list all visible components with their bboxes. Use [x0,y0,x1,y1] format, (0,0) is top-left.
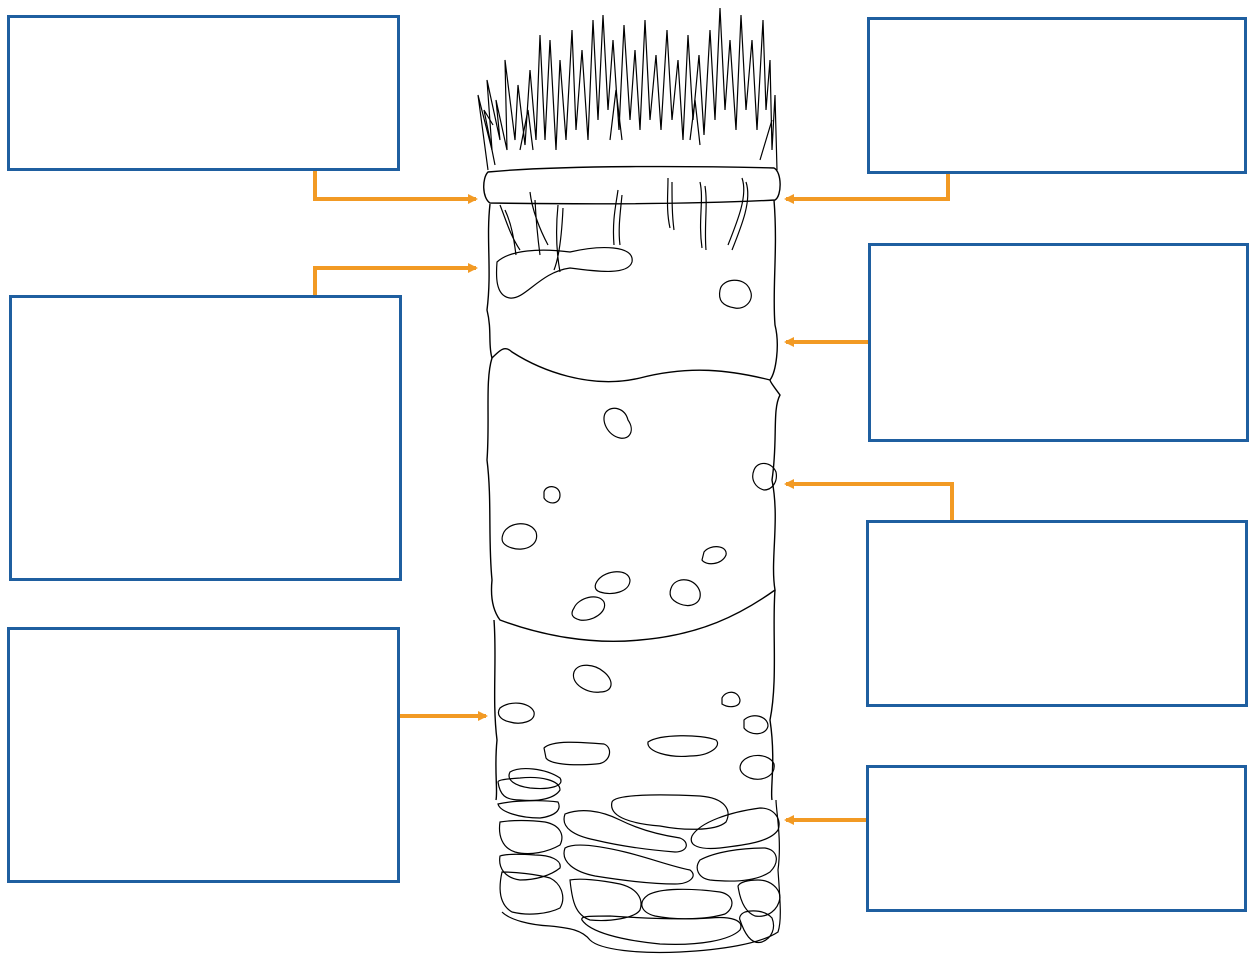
roots [500,178,748,272]
arrow-left-middle [315,268,476,296]
subsoil-stones [502,408,776,620]
subsoil-layer [487,358,780,641]
arrow-right-top [786,174,948,199]
pebble-shape [720,280,752,308]
bedrock-layer [498,778,780,953]
label-box-left-middle[interactable] [9,295,402,581]
pointer-arrows [315,171,952,820]
label-box-left-bottom[interactable] [7,627,400,883]
pocket-shape [497,248,633,299]
arrow-right-lower-middle [786,484,952,520]
arrow-left-top [315,171,476,199]
topsoil-layer [487,200,777,382]
label-box-right-top[interactable] [867,17,1247,174]
label-box-right-lower-middle[interactable] [866,520,1248,707]
label-box-left-top[interactable] [7,15,400,171]
label-box-right-upper-middle[interactable] [868,243,1249,442]
parent-material-stones [498,665,774,788]
parent-material-layer [494,590,775,800]
organic-layer-band [484,167,780,204]
label-box-right-bottom[interactable] [866,765,1247,912]
grass-layer [478,8,777,170]
